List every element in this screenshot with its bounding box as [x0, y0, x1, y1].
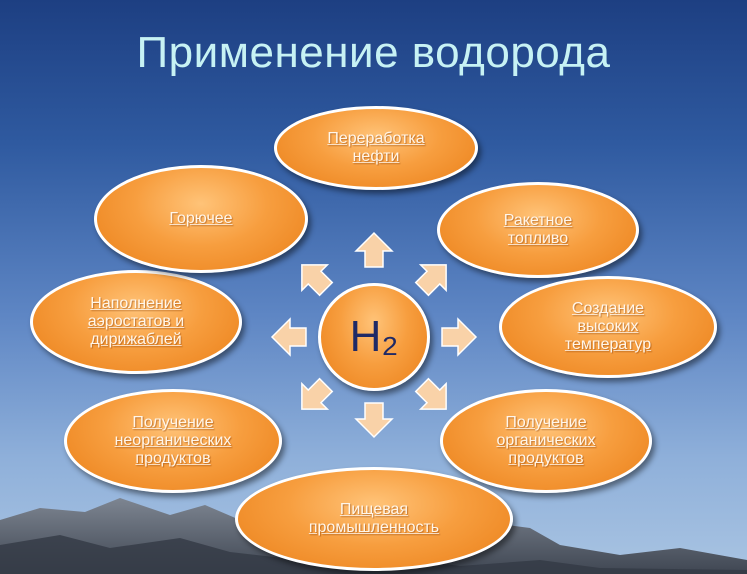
- node-label: Горючее: [169, 210, 233, 227]
- node-high-temperatures: Создание высоких температур: [499, 276, 717, 378]
- arrow-up-right: [414, 264, 447, 297]
- arrow-up-left: [301, 264, 334, 297]
- arrow-left: [270, 317, 307, 357]
- node-food-industry: Пищевая промышленность: [235, 467, 513, 571]
- arrow-down-left: [301, 377, 334, 410]
- center-label: H₂: [349, 312, 399, 361]
- node-inorganic-products: Получение неорганических продуктов: [64, 389, 282, 493]
- node-label: Ракетное топливо: [503, 212, 573, 247]
- node-organic-products: Получение органических продуктов: [440, 389, 652, 493]
- arrow-down-right: [414, 377, 447, 410]
- node-label: Пищевая промышленность: [308, 501, 440, 536]
- node-fuel: Горючее: [94, 165, 308, 273]
- center-h2: H₂: [318, 283, 430, 391]
- arrow-right: [441, 317, 478, 357]
- node-balloons-airships: Наполнение аэростатов и дирижаблей: [30, 270, 242, 374]
- arrow-up: [354, 231, 394, 268]
- node-label: Переработка нефти: [327, 130, 425, 165]
- mountains-near: [0, 535, 747, 574]
- node-label: Получение органических продуктов: [496, 414, 596, 467]
- node-oil-refining: Переработка нефти: [274, 106, 478, 190]
- node-label: Наполнение аэростатов и дирижаблей: [87, 295, 185, 348]
- arrow-down: [354, 402, 394, 439]
- node-label: Создание высоких температур: [564, 300, 652, 353]
- arrow-group: [270, 231, 478, 439]
- page-title: Применение водорода: [136, 28, 611, 77]
- node-label: Получение неорганических продуктов: [114, 414, 232, 467]
- node-rocket-fuel: Ракетное топливо: [437, 182, 639, 278]
